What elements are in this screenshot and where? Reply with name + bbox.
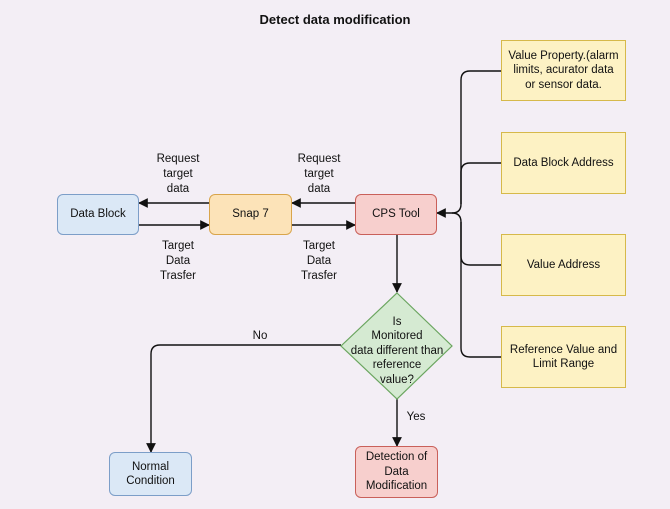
node-detection: Detection of Data Modification <box>355 446 438 498</box>
label-transfer-left: Target Data Trasfer <box>160 240 196 282</box>
edge-value-property <box>436 70 501 218</box>
node-snap7: Snap 7 <box>209 194 292 235</box>
node-reference-value-label: Reference Value and Limit Range <box>509 343 618 370</box>
node-data-block: Data Block <box>57 194 139 235</box>
node-normal-condition-label: Normal Condition <box>126 460 175 487</box>
label-transfer-right: Target Data Trasfer <box>301 240 337 282</box>
diagram-title: Detect data modification <box>259 12 411 27</box>
node-value-address-label: Value Address <box>526 258 601 271</box>
edge-reference-value <box>460 222 501 358</box>
node-normal-condition: Normal Condition <box>109 452 192 496</box>
node-value-property-label: Value Property.(alarm limits, acurator d… <box>508 49 619 91</box>
node-data-block-label: Data Block <box>70 208 126 221</box>
edge-data-block-address <box>460 162 501 204</box>
node-data-block-address: Data Block Address <box>501 132 626 194</box>
node-value-address: Value Address <box>501 234 626 296</box>
node-cps-tool-label: CPS Tool <box>372 208 420 221</box>
decision-diamond <box>340 292 453 400</box>
node-value-property: Value Property.(alarm limits, acurator d… <box>501 40 626 101</box>
decision-label: Is Monitored data different than referen… <box>350 316 444 386</box>
label-request-left: Request target data <box>156 153 200 195</box>
node-snap7-label: Snap 7 <box>232 208 269 221</box>
edge-no <box>146 344 341 453</box>
edge-value-address <box>451 212 501 266</box>
label-no: No <box>252 330 268 342</box>
label-yes: Yes <box>406 411 426 423</box>
node-data-block-address-label: Data Block Address <box>513 156 614 169</box>
node-reference-value: Reference Value and Limit Range <box>501 326 626 388</box>
node-cps-tool: CPS Tool <box>355 194 437 235</box>
label-request-right: Request target data <box>297 153 341 195</box>
node-detection-label: Detection of Data Modification <box>365 451 428 493</box>
